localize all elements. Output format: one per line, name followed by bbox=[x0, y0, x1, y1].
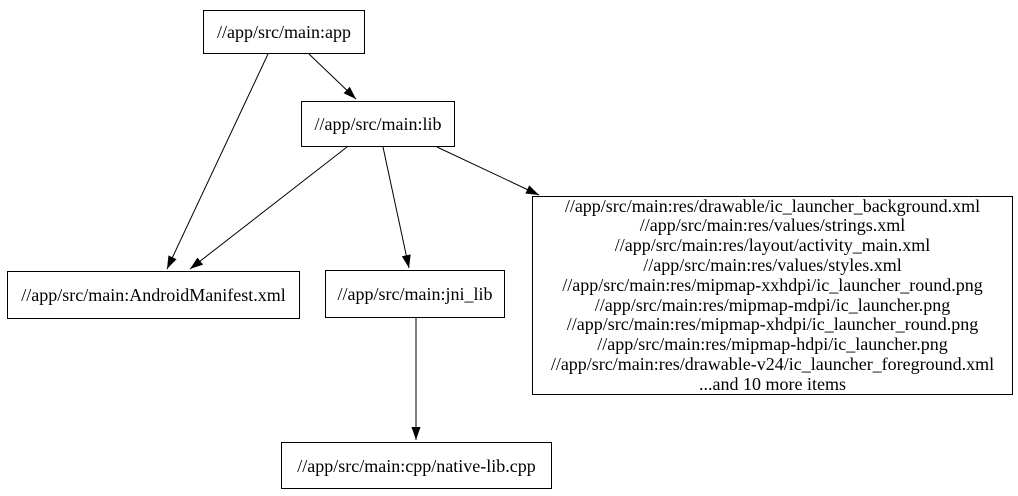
node-android-manifest: //app/src/main:AndroidManifest.xml bbox=[7, 271, 300, 319]
node-jni-lib-label: //app/src/main:jni_lib bbox=[337, 284, 493, 304]
node-android-manifest-label: //app/src/main:AndroidManifest.xml bbox=[21, 285, 286, 305]
res-file-more-items: ...and 10 more items bbox=[699, 373, 846, 394]
edge-lib-to-jni-lib bbox=[382, 146, 411, 269]
edge-app-to-android-manifest bbox=[166, 53, 269, 270]
res-file-line: //app/src/main:res/drawable-v24/ic_launc… bbox=[550, 353, 995, 374]
node-app: //app/src/main:app bbox=[203, 10, 365, 54]
node-app-label: //app/src/main:app bbox=[217, 22, 351, 42]
res-file-line: //app/src/main:res/values/strings.xml bbox=[639, 215, 906, 236]
res-file-line: //app/src/main:res/mipmap-hdpi/ic_launch… bbox=[597, 334, 948, 355]
res-file-line: //app/src/main:res/mipmap-xhdpi/ic_launc… bbox=[566, 314, 979, 335]
res-file-line: //app/src/main:res/mipmap-mdpi/ic_launch… bbox=[594, 294, 951, 315]
edge-lib-to-res-files bbox=[436, 146, 540, 196]
edge-app-to-lib bbox=[308, 53, 357, 100]
res-file-line: //app/src/main:res/layout/activity_main.… bbox=[614, 235, 931, 256]
res-file-line: //app/src/main:res/drawable/ic_launcher_… bbox=[564, 195, 981, 216]
res-file-line: //app/src/main:res/values/styles.xml bbox=[643, 254, 902, 275]
node-jni-lib: //app/src/main:jni_lib bbox=[325, 270, 505, 318]
node-lib-label: //app/src/main:lib bbox=[314, 114, 442, 134]
node-native-lib-cpp: //app/src/main:cpp/native-lib.cpp bbox=[281, 442, 552, 489]
node-res-files: //app/src/main:res/drawable/ic_launcher_… bbox=[532, 196, 1013, 395]
node-native-lib-cpp-label: //app/src/main:cpp/native-lib.cpp bbox=[297, 455, 536, 476]
node-lib: //app/src/main:lib bbox=[301, 101, 455, 147]
res-file-line: //app/src/main:res/mipmap-xxhdpi/ic_laun… bbox=[562, 274, 983, 295]
edge-lib-to-android-manifest bbox=[189, 146, 348, 270]
